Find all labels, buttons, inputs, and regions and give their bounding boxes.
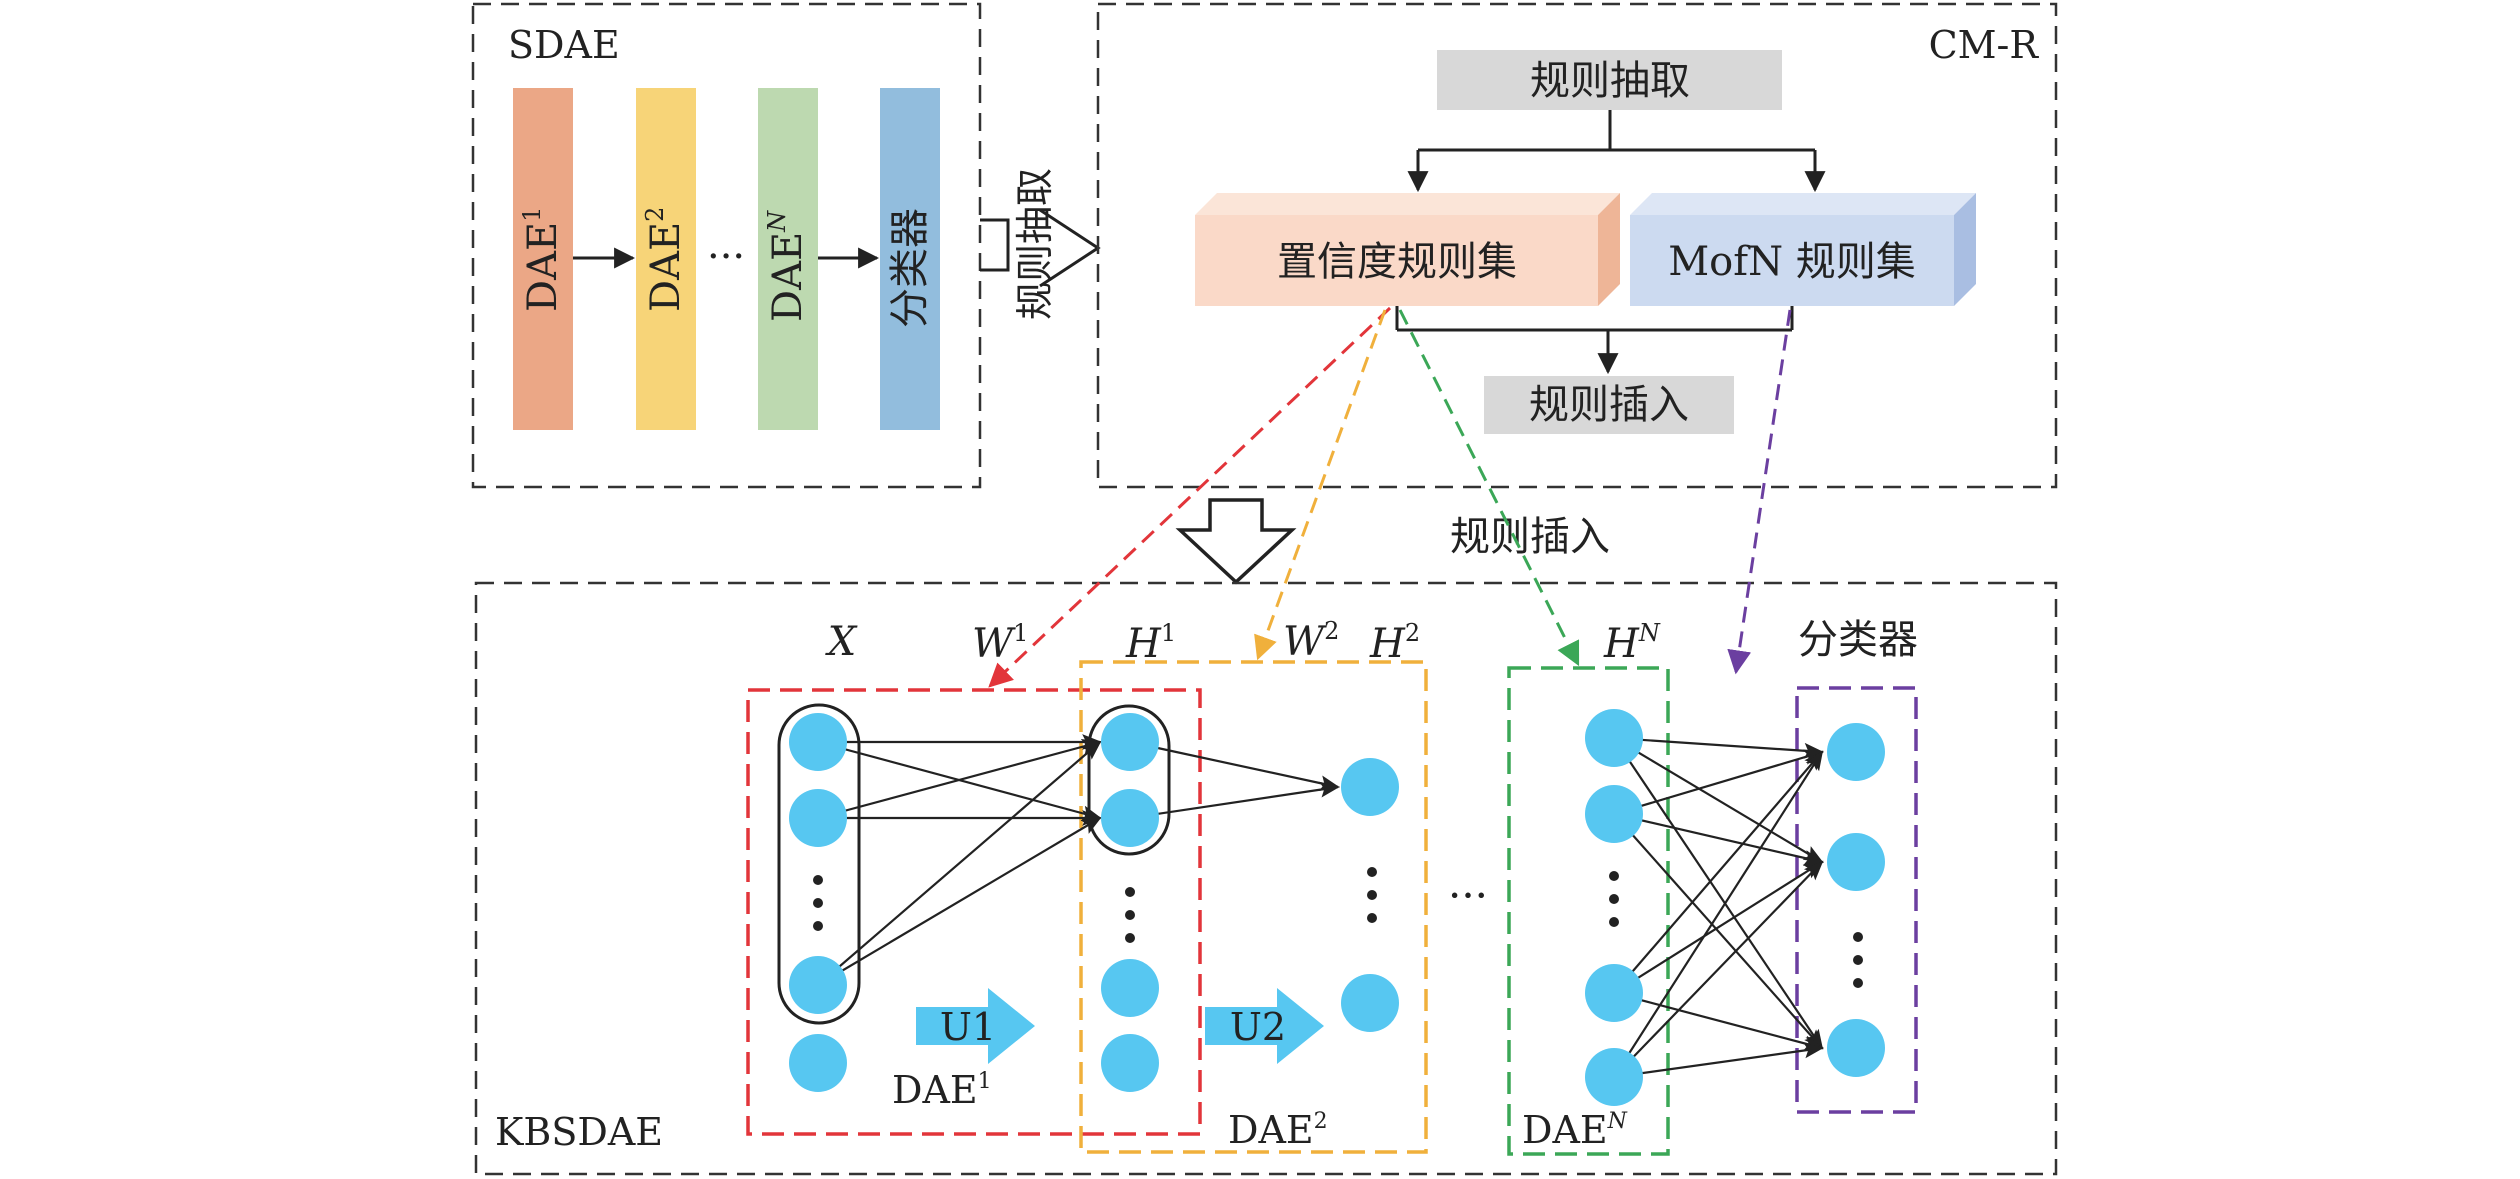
- h1-vertical-ellipsis: [1125, 887, 1135, 943]
- rule-insert-text: 规则插入: [1529, 382, 1689, 428]
- rule-extract-text: 规则抽取: [1530, 58, 1690, 104]
- h1-node: [1101, 789, 1159, 847]
- hn-node: [1585, 709, 1643, 767]
- svg-text:U1: U1: [940, 1005, 996, 1049]
- mid-horizontal-ellipsis: ···: [1448, 871, 1488, 920]
- sdae-dae2-label: DAE2: [641, 207, 689, 312]
- confidence-rules-text: 置信度规则集: [1277, 239, 1517, 285]
- sdae-panel: SDAE DAE1 DAE2 DAEN 分类器 ···: [471, 2, 982, 489]
- input-node: [789, 713, 847, 771]
- kbsdae-frame: [474, 581, 2058, 1176]
- kbsdae-title: KBSDAE: [495, 1110, 663, 1154]
- mofn-rules-text: MofN 规则集: [1668, 239, 1916, 285]
- w1-label: W1: [972, 619, 1028, 667]
- hn-label: HN: [1603, 619, 1661, 667]
- dae1-frame: [746, 688, 1202, 1136]
- kbsdae-panel: KBSDAE X W1 H1 W2 H2 HN 分类器: [474, 581, 2058, 1176]
- dae2-frame: [1079, 660, 1428, 1154]
- mofn-rules-box: MofN 规则集: [1630, 193, 1976, 306]
- u2-arrow: U2: [1205, 988, 1324, 1064]
- sdae-dae1-block: [513, 88, 573, 430]
- cmr-panel: CM-R 规则抽取 置信度规则集 MofN 规则集 规则插入: [1096, 2, 2058, 489]
- extract-arrow-label: 规则抽取: [1013, 168, 1057, 320]
- dae1-caption: DAE1: [892, 1068, 992, 1112]
- input-vertical-ellipsis: [813, 875, 823, 931]
- input-group-ellipse: [777, 703, 861, 1025]
- h1-group-ellipse: [1087, 704, 1171, 856]
- daen-caption: DAEN: [1522, 1108, 1628, 1152]
- sdae-daen-label: DAEN: [763, 210, 811, 322]
- h2-label: H2: [1369, 619, 1420, 667]
- h2-node: [1341, 758, 1399, 816]
- sdae-classifier-label: 分类器: [887, 208, 933, 328]
- h1-bias-node: [1101, 1034, 1159, 1092]
- connections: [817, 734, 1824, 1079]
- daen-frame: [1507, 666, 1670, 1156]
- cmr-title: CM-R: [1929, 23, 2040, 67]
- h2-vertical-ellipsis: [1367, 867, 1377, 923]
- hn-node: [1585, 964, 1643, 1022]
- sdae-dae2-block: [636, 88, 696, 430]
- red-insert-arrow: [988, 306, 1392, 688]
- output-node: [1827, 1019, 1885, 1077]
- extract-bracket-arrow: 规则抽取: [980, 168, 1101, 320]
- h1-node: [1101, 959, 1159, 1017]
- sdae-dae1-label: DAE1: [518, 207, 566, 312]
- x-label: X: [825, 619, 858, 665]
- hn-node: [1585, 1048, 1643, 1106]
- purple-insert-arrow: [1727, 309, 1792, 675]
- sdae-title: SDAE: [508, 23, 620, 67]
- sdae-daen-block: [758, 88, 818, 430]
- sdae-classifier-block: [880, 88, 940, 430]
- orange-insert-arrow: [1254, 309, 1387, 661]
- classifier-frame: [1795, 686, 1918, 1114]
- mid-rule-insert-label: 规则插入: [1450, 514, 1610, 560]
- hn-node: [1585, 785, 1643, 843]
- input-node: [789, 956, 847, 1014]
- sdae-frame: [471, 2, 982, 489]
- rule-insert-box: [1484, 376, 1734, 434]
- classifier-label: 分类器: [1798, 617, 1918, 663]
- hollow-down-arrow: [1175, 498, 1297, 585]
- u1-arrow: U1: [916, 988, 1035, 1064]
- sdae-ellipsis: ···: [707, 234, 745, 280]
- h2-node: [1341, 974, 1399, 1032]
- w2-label: W2: [1283, 617, 1339, 665]
- output-vertical-ellipsis: [1853, 932, 1863, 988]
- green-insert-arrow: [1398, 309, 1580, 667]
- h1-label: H1: [1125, 619, 1176, 667]
- dae2-caption: DAE2: [1228, 1108, 1328, 1152]
- svg-text:U2: U2: [1230, 1005, 1286, 1049]
- input-node: [789, 789, 847, 847]
- hn-vertical-ellipsis: [1609, 871, 1619, 927]
- cmr-frame: [1096, 2, 2058, 489]
- output-node: [1827, 723, 1885, 781]
- h1-node: [1101, 713, 1159, 771]
- output-node: [1827, 833, 1885, 891]
- input-bias-node: [789, 1034, 847, 1092]
- confidence-rules-box: 置信度规则集: [1195, 193, 1620, 306]
- rule-extract-box: [1437, 50, 1782, 110]
